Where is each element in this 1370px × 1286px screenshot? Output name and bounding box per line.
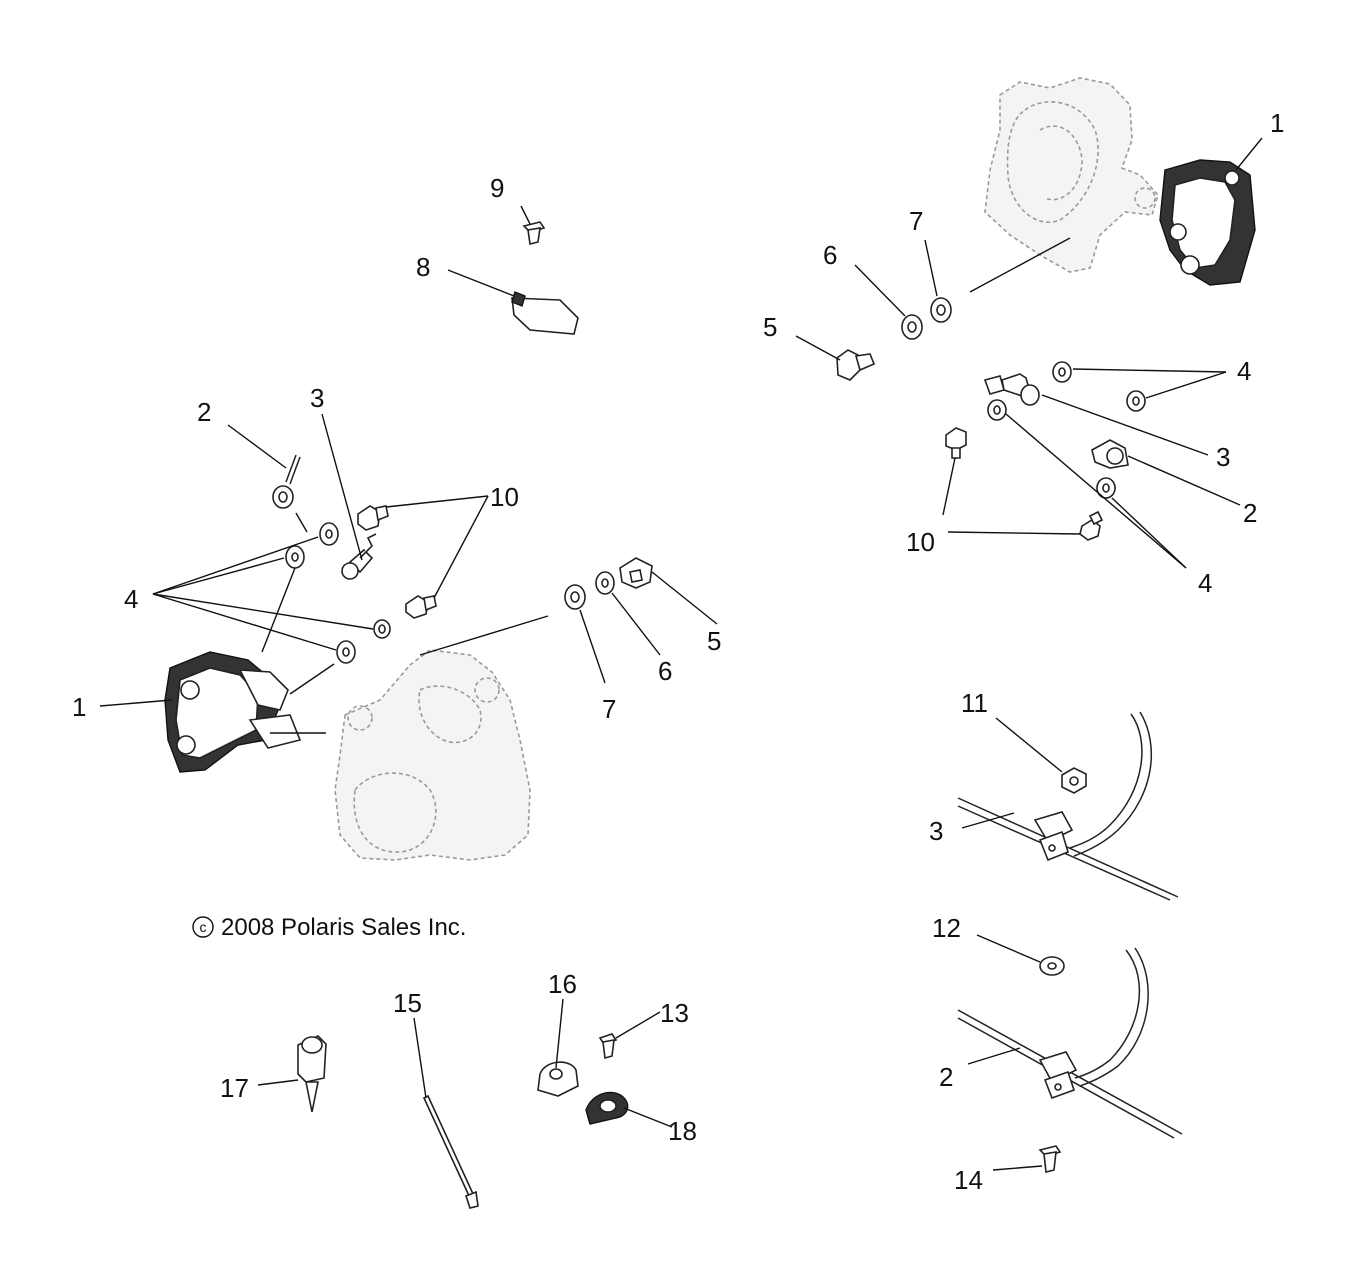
callout-2: 2	[1243, 498, 1257, 528]
callout-10: 10	[906, 527, 935, 557]
callout-6: 6	[823, 240, 837, 270]
callout-4: 4	[1198, 568, 1212, 598]
bolt-13	[598, 1033, 618, 1060]
bolt-14	[1038, 1145, 1062, 1173]
callout-1: 1	[1270, 108, 1284, 138]
brake-line-assembly-3	[957, 711, 1179, 901]
callout-2: 2	[197, 397, 211, 427]
right-banjo-3	[1020, 384, 1040, 406]
right-bolt-5	[836, 349, 876, 381]
callout-numbers: 1 7 6 5 4 3 2 10 4 9 8 2 3 10 4 1 5 6 7 …	[72, 108, 1284, 1195]
right-washer-4a	[1052, 361, 1072, 383]
right-washer-4b	[1126, 390, 1146, 412]
callout-4: 4	[1237, 356, 1251, 386]
leader-lines	[99, 137, 1263, 1171]
cable-tie-15	[422, 1094, 479, 1209]
callout-18: 18	[668, 1116, 697, 1146]
left-bolt-9	[522, 221, 546, 245]
callout-2: 2	[939, 1062, 953, 1092]
left-washer-4b	[285, 545, 305, 569]
callout-9: 9	[490, 173, 504, 203]
right-banjo-2	[1091, 439, 1129, 469]
left-bolt-10a	[357, 505, 389, 531]
callout-3: 3	[310, 383, 324, 413]
fitting-17	[297, 1035, 327, 1113]
clip-16	[537, 1061, 579, 1097]
left-washer-4a	[319, 522, 339, 546]
right-washer-4d	[1096, 477, 1116, 499]
callout-14: 14	[954, 1165, 983, 1195]
callout-7: 7	[909, 206, 923, 236]
callout-4: 4	[124, 584, 138, 614]
brake-line-assembly-2	[957, 947, 1183, 1139]
left-bracket-8	[511, 291, 579, 335]
left-knuckle-ghost	[334, 649, 531, 861]
left-bolt-10b	[405, 595, 437, 619]
left-bolt-5	[619, 557, 653, 589]
callout-5: 5	[707, 626, 721, 656]
right-washer-7	[930, 297, 952, 323]
right-washer-4c	[987, 399, 1007, 421]
callout-12: 12	[932, 913, 961, 943]
left-brake-line-3	[341, 533, 377, 580]
callout-17: 17	[220, 1073, 249, 1103]
right-knuckle-ghost	[984, 77, 1159, 273]
callout-16: 16	[548, 969, 577, 999]
callout-10: 10	[490, 482, 519, 512]
callout-1: 1	[72, 692, 86, 722]
callout-13: 13	[660, 998, 689, 1028]
left-washer-4d	[336, 640, 356, 664]
callout-6: 6	[658, 656, 672, 686]
left-caliper-1	[164, 651, 302, 773]
callout-3: 3	[929, 816, 943, 846]
callout-3: 3	[1216, 442, 1230, 472]
right-caliper-1	[1159, 159, 1256, 286]
washer-12	[1039, 956, 1065, 976]
left-washer-6	[595, 571, 615, 595]
callout-8: 8	[416, 252, 430, 282]
callout-11: 11	[961, 688, 988, 718]
left-washer-7	[564, 584, 586, 610]
copyright-text: 2008 Polaris Sales Inc.	[221, 914, 466, 941]
callout-15: 15	[393, 988, 422, 1018]
copyright-symbol: c	[200, 919, 207, 935]
nut-11	[1061, 767, 1087, 794]
right-washer-6	[901, 314, 923, 340]
left-brake-line-2	[272, 454, 301, 509]
right-bolt-10a	[945, 427, 967, 459]
callout-7: 7	[602, 694, 616, 724]
copyright-circle	[192, 916, 214, 938]
copyright-notice: c 2008 Polaris Sales Inc.	[192, 914, 466, 941]
right-bolt-10b	[1079, 510, 1104, 541]
left-washer-4c	[373, 619, 391, 639]
clamp-18	[585, 1091, 629, 1125]
callout-5: 5	[763, 312, 777, 342]
